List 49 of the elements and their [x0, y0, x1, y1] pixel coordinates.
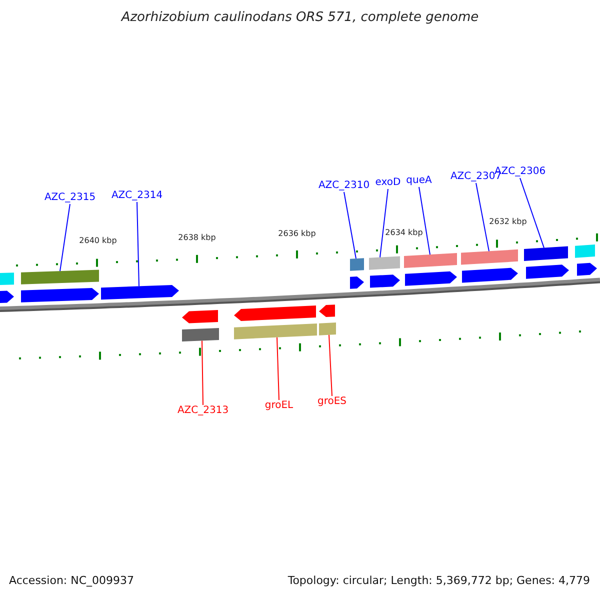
map-title: Azorhizobium caulinodans ORS 571, complete genome [120, 10, 480, 25]
gene-bar [319, 322, 336, 336]
position-label: 2634 kbp [385, 228, 423, 237]
gene-bar [369, 256, 400, 270]
gene-bar [182, 328, 219, 342]
gene-bar [350, 258, 364, 271]
gene-feature [182, 310, 218, 324]
leader-line [136, 202, 140, 287]
gene-feature [234, 306, 316, 322]
gene-label: groES [317, 396, 347, 408]
gene-bar [461, 249, 518, 265]
gene-feature [21, 288, 99, 302]
gene-label: groEL [264, 400, 294, 412]
gene-bar [404, 253, 457, 268]
gene-feature [405, 271, 457, 286]
leader-line [520, 178, 544, 248]
gene-bar [575, 244, 595, 258]
gene-bar [234, 323, 317, 340]
gene-feature [577, 262, 597, 276]
gene-bar [524, 246, 568, 262]
leader-line [476, 182, 490, 252]
gene-label: AZC_2313 [177, 405, 229, 417]
leader-line [202, 340, 204, 406]
gene-feature [370, 274, 400, 288]
gene-label: AZC_2314 [111, 190, 163, 202]
position-label: 2638 kbp [178, 233, 216, 242]
leader-line [418, 186, 430, 256]
leader-line [60, 204, 70, 272]
gene-label: AZC_2315 [44, 192, 96, 204]
gene-feature [350, 276, 364, 289]
gene-bar [0, 272, 14, 285]
position-label: 2632 kbp [489, 217, 527, 226]
leader-line [276, 336, 280, 400]
gene-feature [319, 304, 335, 318]
gene-label: queA [406, 175, 432, 187]
leader-line [380, 188, 388, 258]
leader-line [344, 192, 356, 260]
gene-bar [21, 270, 99, 284]
gene-feature [526, 264, 569, 279]
gene-label: exoD [375, 177, 401, 189]
genome-summary: Topology: circular; Length: 5,369,772 bp; Genes: 4,779 [288, 574, 590, 587]
gene-feature [462, 268, 518, 283]
gene-feature [0, 290, 14, 303]
position-label: 2636 kbp [278, 229, 316, 238]
leader-line [328, 334, 332, 396]
gene-label: AZC_2310 [318, 180, 370, 192]
accession-note: Accession: NC_009937 [9, 574, 134, 587]
position-label: 2640 kbp [79, 236, 117, 245]
gene-feature [101, 284, 179, 300]
